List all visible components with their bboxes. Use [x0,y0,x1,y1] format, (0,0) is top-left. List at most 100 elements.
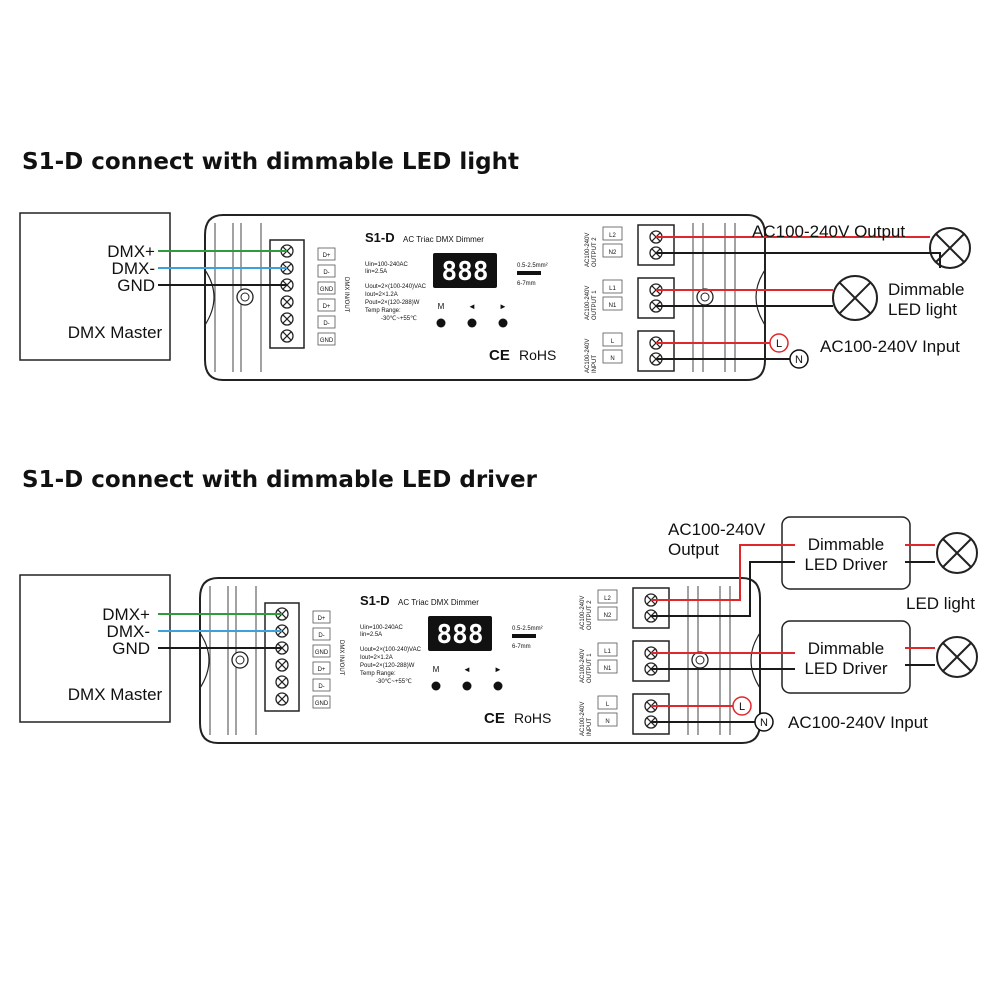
dmx-label-box [317,315,336,329]
lamp-cross [942,538,972,568]
dmx-terminal-label: D- [323,270,329,276]
driver2-label-1: Dimmable [808,639,885,658]
output-term-label: N [610,356,614,362]
spec-output: -30℃~+55℃ [376,678,412,685]
screw-cross [282,331,292,341]
device-subtitle: AC Triac DMX Dimmer [403,235,484,244]
output-term-box [597,659,618,674]
wire-spec-size: 0.5-2.5mm² [512,626,543,632]
button-label: M [438,302,445,311]
output-term-box [602,243,623,258]
mount-tab-right [755,269,766,326]
spec-output: Temp Range: [365,308,401,314]
spec-output: Temp Range: [360,671,396,677]
seven-seg-display [428,616,492,651]
lamp-cross [838,281,872,315]
output-term-box [602,296,623,311]
spec-input: Iin=2.5A [365,269,387,275]
output-term-box [602,279,623,294]
dmx-terminal-label: GND [315,701,329,707]
N-marker-letter: N [760,717,768,729]
output-label-2: Output [668,540,719,559]
L-marker [732,696,752,716]
output-label-1: AC100-240V [668,520,766,539]
output-group-label: AC100-240V [580,649,586,683]
button-1 [431,681,441,691]
mount-tab-left [204,269,215,326]
L-marker [769,333,789,353]
output-group-label: OUTPUT 1 [587,653,593,683]
dmx-pin-label: GND [112,639,150,658]
spec-output: Iout=2×1.2A [360,655,393,661]
output-term-label: N2 [604,613,612,619]
spec-output: Pout=2×(120-288)W [365,300,420,306]
button-2 [467,318,477,328]
ce-mark: CE [484,710,505,727]
output-term-label: L [611,339,615,345]
dmx-terminal-label: GND [315,650,329,656]
wire-spec-strip: 6-7mm [517,281,536,287]
display-digits: 888 [437,620,484,650]
button-1 [436,318,446,328]
N-marker [789,349,809,369]
output-label: AC100-240V Output [752,222,905,241]
screw-cross [277,694,287,704]
mount-hole-right-inner [695,655,705,665]
output-term-label: L2 [609,233,616,239]
ce-mark: CE [489,347,510,364]
dmx-pin-label: GND [117,276,155,295]
dmx-side-label: DMX IN/OUT [343,277,349,313]
dmx-side-label: DMX IN/OUT [338,640,344,676]
dmx-master-label: DMX Master [68,323,163,342]
output-term-box [597,695,618,710]
button-label: ◄ [468,302,476,311]
output-term-box [597,589,618,604]
output-term-label: L2 [604,596,611,602]
mount-hole-right-inner [700,292,710,302]
dmx-pin-label: DMX+ [102,605,150,624]
dmx-label-box [317,332,336,346]
button-label: ► [494,665,502,674]
wire-strip-icon [517,271,541,275]
driver2-label-2: LED Driver [804,659,887,678]
screw-cross [282,297,292,307]
screw-cross [277,660,287,670]
rohs-mark: RoHS [514,710,551,726]
rohs-mark: RoHS [519,347,556,363]
output-term-label: N [605,719,609,725]
dmx-label-box [312,678,331,692]
output-term-label: N1 [604,666,612,672]
spec-input: Uin=100-240AC [360,625,404,631]
dmx-label-box [312,695,331,709]
lamp-cross [942,642,972,672]
output-group-label: OUTPUT 2 [587,600,593,630]
spec-output: Uout=2×(100-240)VAC [360,647,422,653]
spec-input: Iin=2.5A [360,632,382,638]
dmx-master-box [19,212,171,361]
driver1-label-1: Dimmable [808,535,885,554]
device-body [199,577,761,744]
out2-N-wire [651,561,795,617]
output-group-label: AC100-240V [580,596,586,630]
output-group-label: AC100-240V [585,286,591,320]
button-label: ◄ [463,665,471,674]
output-term-box [602,226,623,241]
spec-output: Pout=2×(120-288)W [360,663,415,669]
output-term-box [597,642,618,657]
dmx-label-box [312,661,331,675]
wire-spec-size: 0.5-2.5mm² [517,263,548,269]
driver1-label-2: LED Driver [804,555,887,574]
dmx-terminal-label: D+ [318,616,326,622]
dmx-label-box [312,610,331,624]
dmx-terminal-label: D+ [323,304,331,310]
led-light-label: LED light [906,594,975,613]
L-marker-letter: L [739,701,745,713]
dmx-master-label: DMX Master [68,685,163,704]
dmx-label-box [317,281,336,295]
mount-tab-left [199,632,210,689]
device-model: S1-D [365,230,395,245]
screw-cross [277,677,287,687]
dmx-terminal-label: D- [318,633,324,639]
